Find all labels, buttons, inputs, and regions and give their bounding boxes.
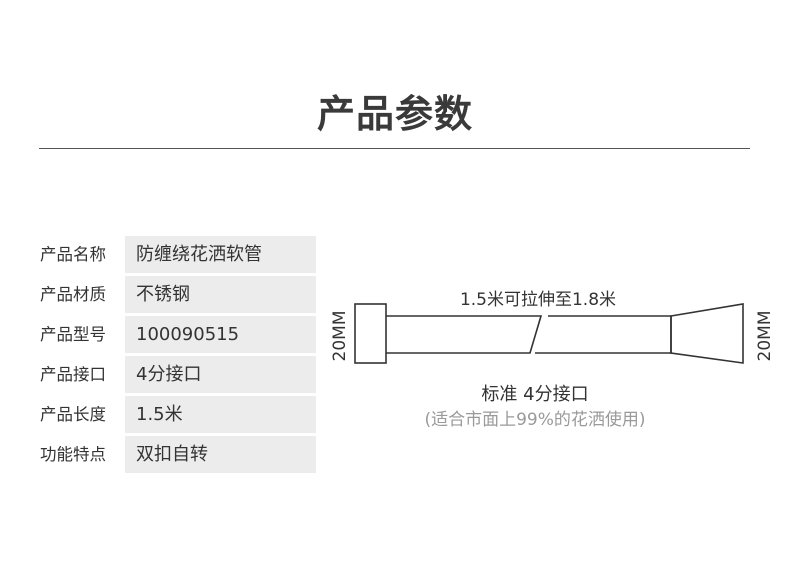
param-row-name: 产品名称 防缠绕花洒软管 — [40, 236, 316, 273]
hose-right-connector — [670, 303, 744, 364]
param-value: 4分接口 — [125, 356, 316, 393]
param-value: 100090515 — [125, 316, 316, 353]
length-label: 1.5米可拉伸至1.8米 — [460, 290, 616, 310]
page-title: 产品参数 — [316, 92, 473, 136]
param-label: 产品长度 — [40, 405, 106, 424]
hose-body-left — [386, 315, 543, 354]
param-row-interface: 产品接口 4分接口 — [40, 356, 316, 393]
param-row-model: 产品型号 100090515 — [40, 316, 316, 353]
left-dimension-label: 20MM — [330, 311, 350, 362]
param-value: 防缠绕花洒软管 — [125, 236, 316, 273]
param-row-length: 产品长度 1.5米 — [40, 396, 316, 433]
param-row-material: 产品材质 不锈钢 — [40, 276, 316, 313]
interface-label: 标准 4分接口 — [481, 384, 588, 405]
title-divider — [39, 148, 750, 149]
parameter-table: 产品名称 防缠绕花洒软管 产品材质 不锈钢 产品型号 100090515 产品接… — [40, 236, 316, 476]
param-label: 产品名称 — [40, 245, 106, 264]
param-value: 双扣自转 — [125, 436, 316, 473]
hose-body-right — [535, 315, 672, 354]
hose-left-nut — [354, 303, 387, 364]
param-label: 功能特点 — [40, 445, 106, 464]
param-label: 产品接口 — [40, 365, 106, 384]
interface-note: (适合市面上99%的花洒使用) — [424, 409, 645, 430]
right-dimension-label: 20MM — [755, 311, 775, 362]
param-label: 产品型号 — [40, 325, 106, 344]
param-row-feature: 功能特点 双扣自转 — [40, 436, 316, 473]
param-value: 1.5米 — [125, 396, 316, 433]
param-label: 产品材质 — [40, 285, 106, 304]
param-value: 不锈钢 — [125, 276, 316, 313]
